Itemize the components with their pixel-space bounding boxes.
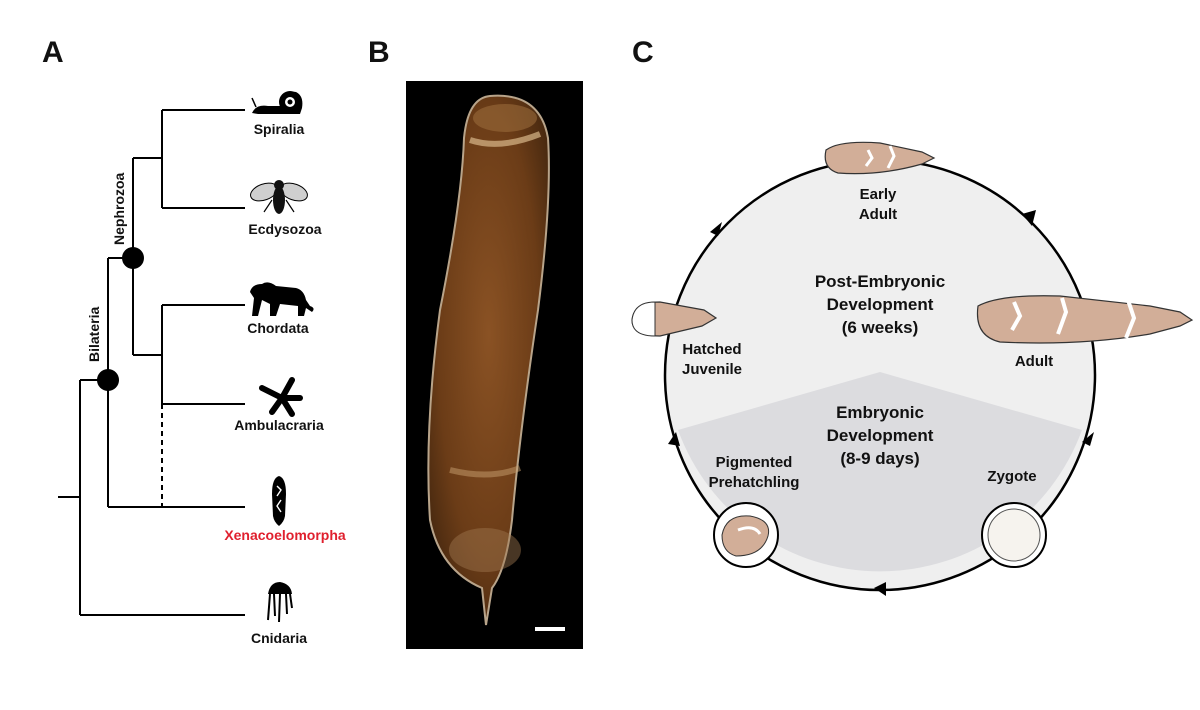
snail-icon xyxy=(251,91,303,114)
stage-label-juvenile-line2: Juvenile xyxy=(682,361,742,378)
arrowhead xyxy=(1022,210,1036,226)
zygote-icon xyxy=(981,502,1047,568)
fly-icon xyxy=(250,180,308,214)
starfish-icon xyxy=(259,377,303,417)
prehatchling-icon xyxy=(713,502,779,568)
stage-label-zygote: Zygote xyxy=(987,468,1036,485)
acoel-worm-icon xyxy=(272,476,286,526)
stage-label-adult: Adult xyxy=(1015,353,1053,370)
arrowhead xyxy=(710,222,722,236)
arrowhead xyxy=(668,432,680,446)
embryonic-subtitle: Development xyxy=(827,426,934,445)
arrowhead xyxy=(1082,432,1094,446)
panel-letter-a: A xyxy=(42,36,64,69)
taxon-label-cnidaria: Cnidaria xyxy=(251,630,307,646)
scale-bar xyxy=(535,627,565,631)
nephrozoa-label: Nephrozoa xyxy=(111,172,127,245)
arrowhead xyxy=(874,582,886,596)
bilateria-node xyxy=(97,369,119,391)
life-cycle-diagram: Post-Embryonic Development (6 weeks) Emb… xyxy=(631,141,1194,596)
big-cat-icon xyxy=(250,282,314,316)
stage-label-prehatchling-line1: Pigmented xyxy=(716,454,793,471)
jellyfish-icon xyxy=(267,582,293,623)
taxon-label-ecdysozoa: Ecdysozoa xyxy=(248,221,321,237)
panel-letter-c: C xyxy=(632,36,654,69)
taxon-label-ambulacraria: Ambulacraria xyxy=(234,417,324,433)
stage-label-juvenile-line1: Hatched xyxy=(682,341,741,358)
embryonic-title: Embryonic xyxy=(836,403,924,422)
stage-label-early-adult-line1: Early xyxy=(860,186,897,203)
taxon-label-chordata: Chordata xyxy=(247,320,309,336)
taxon-label-spiralia: Spiralia xyxy=(254,121,305,137)
post-embryonic-duration: (6 weeks) xyxy=(842,318,919,337)
acoel-worm-micrograph xyxy=(406,81,583,649)
bilateria-label: Bilateria xyxy=(86,307,102,362)
post-embryonic-subtitle: Development xyxy=(827,295,934,314)
early-adult-worm-icon xyxy=(824,141,936,175)
panel-letter-b: B xyxy=(368,36,390,69)
hatched-juvenile-icon xyxy=(631,301,718,337)
stage-label-prehatchling-line2: Prehatchling xyxy=(709,474,800,491)
embryonic-duration: (8-9 days) xyxy=(840,449,919,468)
stage-label-early-adult-line2: Adult xyxy=(859,206,897,223)
post-embryonic-title: Post-Embryonic xyxy=(815,272,945,291)
taxon-label-xenacoelomorpha: Xenacoelomorpha xyxy=(224,527,346,543)
nephrozoa-node xyxy=(122,247,144,269)
embryonic-region xyxy=(678,372,1082,572)
adult-worm-icon xyxy=(976,295,1194,344)
